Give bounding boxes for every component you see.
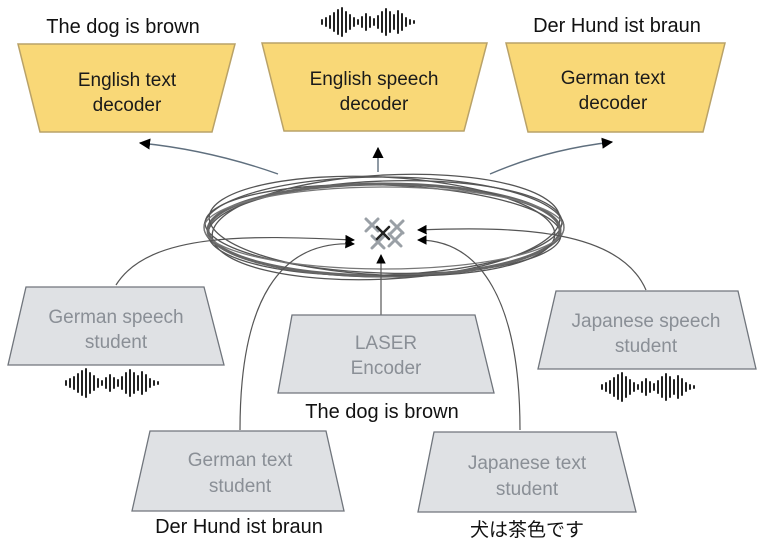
german-text-student-line2: student: [209, 476, 272, 497]
japanese-text-student: Japanese text student: [417, 431, 637, 513]
english-speech-decoder-line1: English speech: [310, 69, 439, 90]
waveform-icon: [65, 368, 159, 398]
laser-encoder-line1: LASER: [355, 333, 417, 354]
english-text-decoder-line2: decoder: [93, 95, 162, 116]
english-text-decoder-line1: English text: [78, 70, 177, 91]
waveform-icon: [321, 7, 415, 37]
japanese-text-input-label: 犬は茶色です: [470, 519, 584, 541]
student-arrows: [115, 224, 647, 431]
german-text-student: German text student: [131, 430, 345, 512]
german-text-decoder-line1: German text: [561, 68, 666, 89]
english-text-output-label: The dog is brown: [46, 16, 199, 38]
laser-input-label: The dog is brown: [305, 401, 458, 423]
english-speech-decoder: English speech decoder: [261, 42, 488, 132]
english-speech-decoder-line2: decoder: [340, 94, 409, 115]
german-text-student-line1: German text: [188, 450, 293, 471]
shared-embedding-space: [203, 173, 565, 281]
english-text-decoder: English text decoder: [17, 43, 236, 133]
german-speech-student-line1: German speech: [48, 307, 183, 328]
japanese-speech-student-line1: Japanese speech: [572, 311, 721, 332]
german-text-decoder: German text decoder: [505, 42, 726, 133]
japanese-speech-student-line2: student: [615, 336, 678, 357]
german-speech-student-line2: student: [85, 332, 148, 353]
japanese-speech-student: Japanese speech student: [537, 290, 757, 370]
laser-encoder-line2: Encoder: [351, 358, 422, 379]
japanese-text-student-line1: Japanese text: [468, 453, 587, 474]
waveform-icon: [601, 372, 695, 402]
decoder-arrows: [138, 137, 614, 175]
japanese-text-student-line2: student: [496, 479, 559, 500]
german-text-input-label: Der Hund ist braun: [155, 516, 323, 538]
german-speech-student: German speech student: [7, 286, 225, 366]
laser-encoder: LASER Encoder: [277, 314, 495, 394]
german-text-decoder-line2: decoder: [579, 93, 648, 114]
embedding-points-icon: [364, 217, 405, 250]
german-text-output-label: Der Hund ist braun: [533, 15, 701, 37]
